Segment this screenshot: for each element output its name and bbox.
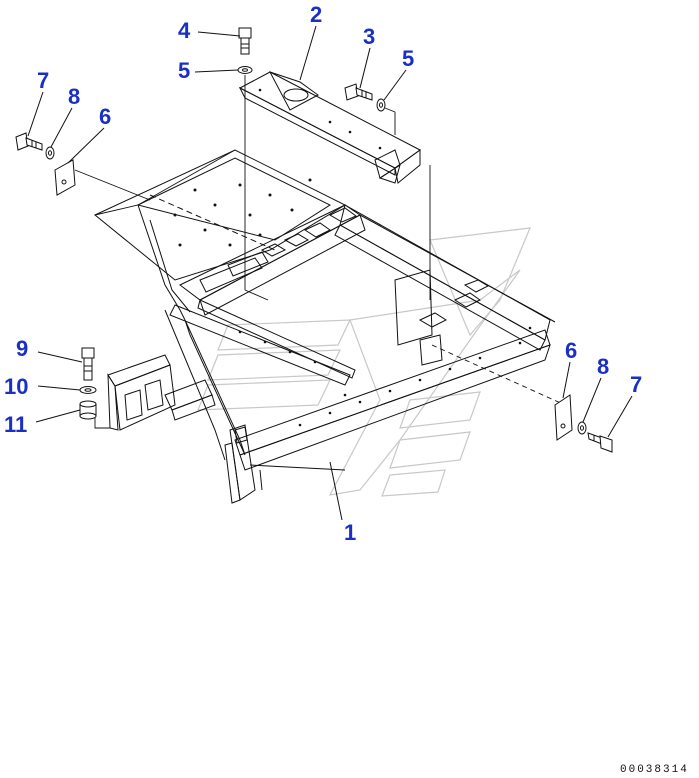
cover-plate-6-left bbox=[54, 159, 76, 196]
projection-lines bbox=[74, 75, 566, 429]
fastener-bolt-7-right bbox=[587, 432, 613, 453]
crossbar-part-2 bbox=[238, 71, 421, 184]
spacer-11 bbox=[79, 400, 97, 420]
callout-3: 3 bbox=[363, 24, 375, 49]
fastener-washer-8-left bbox=[45, 146, 55, 160]
callout-9: 9 bbox=[16, 336, 28, 361]
callout-11: 11 bbox=[4, 412, 27, 437]
fastener-bolt-9 bbox=[81, 347, 95, 381]
callout-6-right: 6 bbox=[565, 338, 577, 363]
cover-plate-6-right bbox=[554, 394, 573, 441]
mount-pads bbox=[260, 207, 490, 328]
plate-holes bbox=[173, 178, 312, 247]
fastener-washer-8-right bbox=[577, 421, 587, 435]
fastener-bolt-7-left bbox=[15, 132, 43, 151]
frame-assembly bbox=[94, 149, 556, 504]
top-plate bbox=[94, 149, 347, 281]
callout-10: 10 bbox=[4, 374, 28, 399]
callout-5-right: 5 bbox=[402, 46, 414, 71]
callout-7-right: 7 bbox=[630, 372, 642, 397]
callout-6-left: 6 bbox=[99, 104, 111, 129]
callout-1: 1 bbox=[344, 520, 356, 545]
callout-5-top: 5 bbox=[178, 58, 190, 83]
leader-lines bbox=[27, 25, 633, 521]
reference-number: 00038314 bbox=[620, 764, 689, 776]
fastener-bolt-4 bbox=[238, 27, 252, 55]
fastener-washer-10 bbox=[79, 386, 97, 394]
callout-4: 4 bbox=[178, 18, 191, 43]
fastener-washer-5-right bbox=[376, 98, 386, 112]
callout-8-left: 8 bbox=[68, 84, 80, 109]
callout-2: 2 bbox=[310, 2, 322, 27]
fastener-washer-5-top bbox=[237, 66, 253, 74]
callout-7-left: 7 bbox=[37, 68, 49, 93]
callout-labels: 1 2 3 4 5 5 6 6 7 7 8 8 9 10 11 bbox=[4, 2, 642, 545]
callout-8-right: 8 bbox=[597, 354, 609, 379]
fastener-bolt-3 bbox=[344, 83, 373, 101]
watermark-logo bbox=[197, 227, 531, 497]
